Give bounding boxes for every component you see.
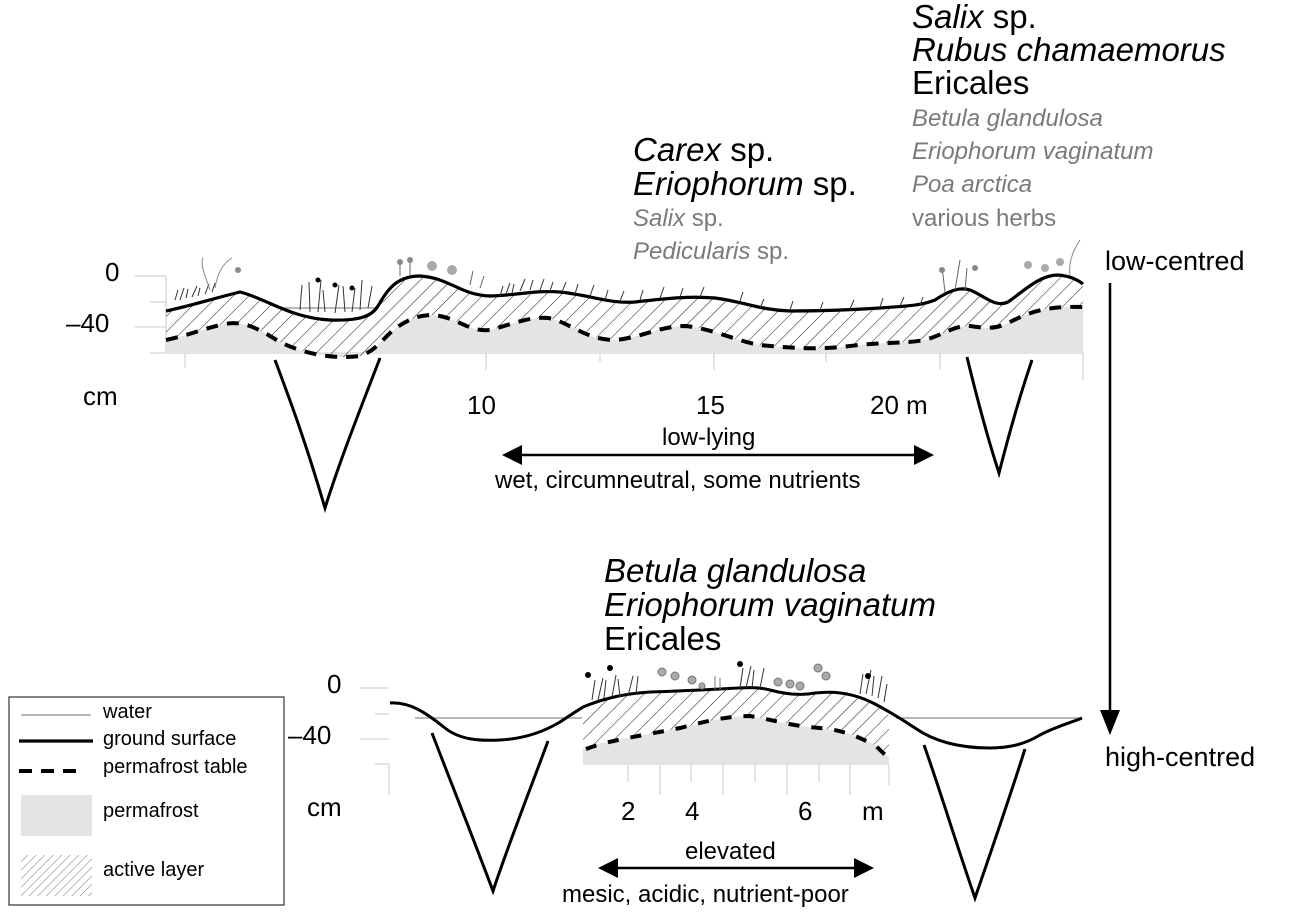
top-ice-wedge-left	[273, 357, 382, 514]
top-ground-surface	[165, 273, 1084, 322]
top-x-unit: m	[906, 390, 928, 420]
species-eriophorum-vaginatum: Eriophorum vaginatum	[604, 586, 936, 623]
bottom-x-unit: m	[862, 796, 884, 826]
legend-label-water: water	[103, 701, 152, 723]
bottom-x-tick-4: 4	[685, 796, 700, 826]
legend-label-permafrost-table: permafrost table	[103, 756, 248, 778]
bottom-zone-arrow-right-head	[854, 858, 874, 878]
legend-swatch-permafrost	[21, 795, 92, 836]
top-y-tick-0: 0	[105, 257, 120, 287]
legend	[8, 696, 285, 906]
bottom-permafrost-table	[585, 713, 890, 759]
legend-label-active-layer: active layer	[103, 859, 205, 881]
legend-swatch-active-layer	[21, 855, 92, 896]
top-active-layer	[166, 275, 1083, 358]
legend-label-permafrost: permafrost	[103, 800, 199, 822]
top-profile	[135, 239, 1084, 514]
top-x-tick-10: 10	[467, 390, 496, 420]
bottom-y-axis	[360, 687, 890, 795]
bottom-y-tick-0: 0	[327, 669, 342, 699]
bottom-vegetation	[585, 661, 888, 703]
species-salix-secondary: Salix sp.	[633, 205, 724, 232]
species-poa: Poa arctica	[912, 171, 1033, 198]
species-eriophorum: Eriophorum sp.	[633, 165, 857, 202]
bottom-ground-surface	[389, 686, 1083, 750]
top-ice-wedge-right	[965, 356, 1034, 479]
species-ericales: Ericales	[912, 64, 1030, 101]
transition-arrow-head	[1100, 710, 1120, 735]
bottom-x-tick-2: 2	[621, 796, 636, 826]
legend-label-ground-surface: ground surface	[103, 728, 237, 750]
top-x-tick-20: 20	[870, 390, 899, 420]
top-zone-conditions: wet, circumneutral, some nutrients	[495, 467, 861, 494]
bottom-y-tick-minus40: –40	[288, 720, 332, 750]
top-type-label: low-centred	[1105, 246, 1245, 276]
bottom-y-unit: cm	[307, 792, 342, 822]
bottom-ice-wedge-left	[430, 732, 550, 896]
top-zone-arrow-left-head	[502, 445, 522, 465]
bottom-x-tick-6: 6	[798, 796, 813, 826]
species-salix: Salix sp.	[912, 0, 1037, 35]
top-zone-label: low-lying	[662, 424, 756, 451]
bottom-ice-wedge-right	[922, 744, 1027, 903]
bottom-zone-conditions: mesic, acidic, nutrient-poor	[562, 881, 849, 908]
top-zone-arrow-right-head	[914, 445, 934, 465]
bottom-zone-arrow-left-head	[598, 858, 618, 878]
bottom-active-layer	[583, 687, 889, 757]
top-permafrost-table	[165, 304, 1084, 360]
bottom-profile	[360, 661, 1083, 903]
species-carex: Carex sp.	[633, 131, 775, 168]
species-betula-secondary: Betula glandulosa	[912, 105, 1103, 132]
species-eriophorum-vaginatum-secondary: Eriophorum vaginatum	[912, 138, 1154, 165]
top-y-unit: cm	[83, 381, 118, 411]
bottom-type-label: high-centred	[1105, 742, 1256, 772]
species-rubus: Rubus chamaemorus	[912, 31, 1226, 68]
species-betula: Betula glandulosa	[604, 552, 867, 589]
bottom-zone-label: elevated	[685, 838, 776, 865]
top-vegetation	[174, 239, 1081, 314]
species-ericales-bottom: Ericales	[604, 620, 722, 657]
species-various-herbs: various herbs	[912, 205, 1057, 232]
top-x-tick-15: 15	[696, 390, 725, 420]
species-pedicularis: Pedicularis sp.	[633, 238, 790, 265]
top-y-tick-minus40: –40	[66, 308, 110, 338]
top-permafrost-area	[166, 306, 1083, 358]
